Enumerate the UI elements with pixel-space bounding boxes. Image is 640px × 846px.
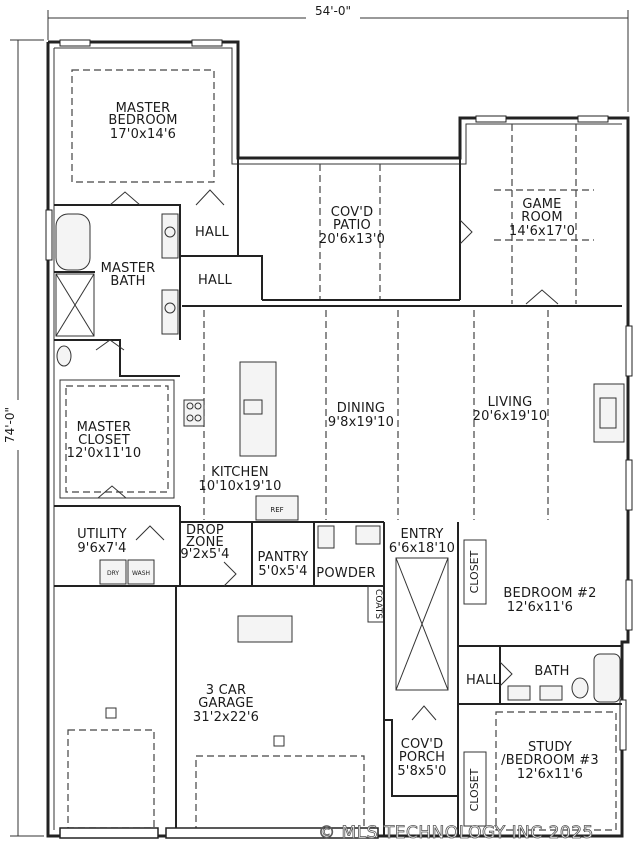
room-name: ROOM: [521, 210, 563, 225]
room-size: 9'2x5'4: [180, 547, 229, 562]
master-bath: MASTER BATH: [54, 213, 180, 377]
master-halls: HALL HALL: [179, 158, 263, 340]
room-name: KITCHEN: [211, 465, 269, 480]
room-name: CLOSET: [468, 768, 481, 811]
room-name: ENTRY: [400, 527, 443, 542]
sink-icon: [539, 685, 563, 701]
room-size: 12'6x11'6: [517, 767, 583, 782]
room-name: HALL: [195, 225, 230, 240]
sink-icon: [355, 525, 381, 545]
vanity-icon: [161, 289, 179, 335]
room-name: PATIO: [333, 218, 371, 233]
garage: 3 CAR GARAGE 31'2x22'6: [59, 586, 385, 839]
garage-shelf: [237, 615, 293, 643]
overall-depth-label: 74'-0": [3, 407, 17, 443]
sink-icon: [243, 399, 263, 415]
room-name: HALL: [198, 273, 233, 288]
overall-width-label: 54'-0": [315, 4, 351, 18]
dimension-lines: 54'-0" 74'-0": [3, 3, 629, 837]
room-name: GAME: [522, 197, 561, 212]
service-rooms: DRY WASH UTILITY 9'6x7'4 DROP ZONE 9'2x5…: [54, 505, 384, 587]
bathtub-icon: [55, 213, 91, 271]
covered-patio: COV'D PATIO 20'6x13'0: [262, 158, 473, 301]
room-size: 17'0x14'6: [110, 127, 176, 142]
fixture-label: WASH: [132, 570, 150, 577]
room-name: /BEDROOM #3: [501, 753, 599, 768]
room-name: LIVING: [488, 395, 533, 410]
exterior-walls: [45, 39, 633, 838]
toilet-icon: [56, 345, 72, 367]
room-name: PANTRY: [258, 550, 309, 565]
room-name: STUDY: [528, 740, 572, 755]
room-name: DROP: [186, 523, 224, 538]
refrigerator-icon: [255, 495, 299, 521]
master-bedroom: MASTER BEDROOM 17'0x14'6: [54, 69, 215, 260]
room-size: 20'6x19'10: [473, 409, 548, 424]
room-name: BATH: [534, 664, 569, 679]
room-size: 12'0x11'10: [67, 446, 142, 461]
room-name: PORCH: [399, 750, 445, 765]
room-name: ZONE: [186, 535, 224, 550]
fireplace-icon: [593, 383, 625, 443]
room-name: CLOSET: [78, 433, 130, 448]
covered-porch: COV'D PORCH 5'8x5'0: [384, 705, 458, 797]
room-name: BEDROOM: [108, 113, 177, 128]
room-name: UTILITY: [77, 527, 127, 542]
fixture-label: REF: [270, 506, 283, 514]
cooktop-icon: [183, 399, 205, 427]
room-name: DINING: [337, 401, 385, 416]
room-name: GARAGE: [198, 696, 254, 711]
toilet-icon: [317, 525, 335, 549]
room-name: COV'D: [331, 205, 374, 220]
watermark: © MLS TECHNOLOGY INC 2025: [318, 823, 594, 843]
room-name: MASTER: [77, 420, 132, 435]
room-name: BATH: [110, 274, 145, 289]
room-size: 31'2x22'6: [193, 710, 259, 725]
room-size: 12'6x11'6: [507, 600, 573, 615]
entry: COATS ENTRY 6'6x18'10: [367, 522, 459, 836]
room-name: MASTER: [101, 261, 156, 276]
fixture-label: DRY: [107, 570, 119, 577]
room-name: BEDROOM #2: [503, 586, 596, 601]
game-room: GAME ROOM 14'6x17'0: [494, 124, 594, 305]
room-size: 9'6x7'4: [77, 541, 126, 556]
room-size: 5'0x5'4: [258, 564, 307, 579]
dryer-icon: [99, 559, 127, 585]
room-name: HALL: [466, 673, 501, 688]
bedroom-wing: CLOSET BEDROOM #2 12'6x11'6 HALL BATH: [458, 539, 622, 705]
vanity-icon: [161, 213, 179, 259]
room-size: 14'6x17'0: [509, 224, 575, 239]
room-name: MASTER: [116, 101, 171, 116]
study: CLOSET STUDY /BEDROOM #3 12'6x11'6: [463, 711, 617, 831]
room-size: 9'8x19'10: [328, 415, 394, 430]
bathtub-icon: [593, 653, 621, 703]
room-name: COV'D: [401, 737, 444, 752]
room-size: 20'6x13'0: [319, 232, 385, 247]
great-room: REF KITCHEN 10'10x19'10 DINING 9'8x19'10…: [182, 305, 625, 521]
room-name: CLOSET: [468, 550, 481, 593]
master-closet: MASTER CLOSET 12'0x11'10: [59, 379, 175, 499]
room-size: 5'8x5'0: [397, 764, 446, 779]
room-size: 10'10x19'10: [198, 479, 281, 494]
toilet-icon: [571, 677, 589, 699]
sink-icon: [507, 685, 531, 701]
room-name: 3 CAR: [206, 683, 246, 698]
room-name: COATS: [373, 589, 383, 619]
room-size: 6'6x18'10: [389, 541, 455, 556]
room-name: POWDER: [316, 566, 375, 581]
washer-icon: [127, 559, 155, 585]
